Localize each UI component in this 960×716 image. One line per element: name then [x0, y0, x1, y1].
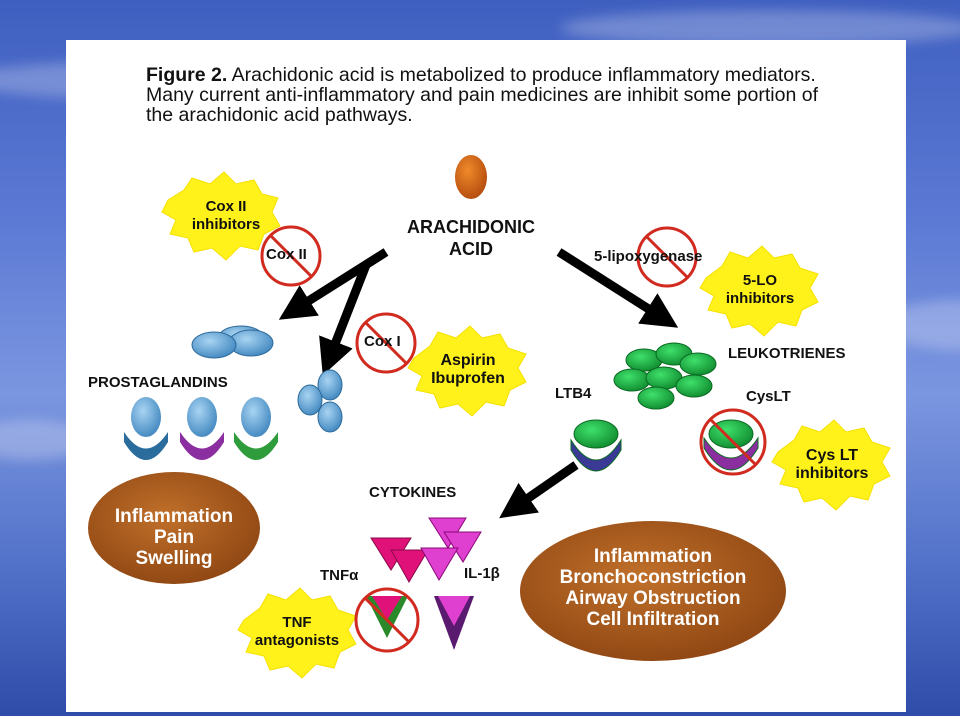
- tnf-antagonists-star: [237, 587, 357, 679]
- right-outcome-line4: Cell Infiltration: [586, 609, 720, 630]
- starbursts: [161, 171, 891, 679]
- right-outcome-line2: Bronchoconstriction: [559, 567, 747, 588]
- figure-panel: Figure 2. Arachidonic acid is metabolize…: [66, 40, 906, 712]
- aspirin-line2: Ibuprofen: [431, 370, 505, 387]
- left-outcome-line2: Pain: [153, 527, 195, 548]
- cox2-inhibitors-line1: Cox II: [205, 198, 247, 215]
- leukotriene-molecules: [570, 342, 759, 472]
- cyslt-inhibitors-text: Cys LT inhibitors: [780, 447, 884, 483]
- leukotrienes-label: LEUKOTRIENES: [728, 345, 846, 362]
- tnf-antagonists-line2: antagonists: [254, 632, 340, 649]
- caption-text: Arachidonic acid is metabolized to produ…: [146, 64, 818, 126]
- arrow-to-prostaglandins-1: [278, 248, 389, 320]
- right-outcome-oval: [520, 521, 786, 661]
- lo-inhibitors-text: 5-LO inhibitors: [710, 272, 810, 308]
- cox2-no-sign: [260, 225, 322, 287]
- tnfa-label: TNFα: [320, 567, 359, 584]
- cox2-inhibitors-star: [161, 171, 281, 261]
- left-outcome-line1: Inflammation: [114, 506, 234, 527]
- cox2-enzyme-label: Cox II: [266, 246, 307, 263]
- cyslt-label: CysLT: [746, 388, 791, 405]
- arachidonic-acid-molecule: [455, 155, 487, 199]
- arachidonic-line2: ACID: [449, 239, 493, 259]
- pathway-arrows: [278, 248, 679, 519]
- left-outcome-line3: Swelling: [135, 548, 213, 569]
- arrow-to-prostaglandins-2: [319, 263, 371, 376]
- left-outcome-oval: [88, 472, 260, 584]
- ltb4-label: LTB4: [555, 385, 592, 402]
- lo-inhibitors-line2: inhibitors: [725, 290, 795, 307]
- arrow-to-leukotrienes: [556, 248, 679, 328]
- lo-inhibitors-star: [699, 245, 819, 337]
- left-outcome-text: Inflammation Pain Swelling: [96, 506, 252, 569]
- tnf-antagonists-line1: TNF: [282, 614, 312, 631]
- no-signs: [260, 225, 767, 653]
- prostaglandins-label: PROSTAGLANDINS: [88, 374, 228, 391]
- figure-caption: Figure 2. Arachidonic acid is metabolize…: [146, 65, 846, 125]
- aspirin-line1: Aspirin: [440, 352, 496, 369]
- cox2-inhibitors-line2: inhibitors: [191, 216, 261, 233]
- aspirin-star: [407, 325, 527, 417]
- cyslt-inhibitors-star: [771, 419, 891, 511]
- right-outcome-line1: Inflammation: [593, 546, 713, 567]
- arrow-to-cytokines: [499, 461, 579, 519]
- lo-inhibitors-line1: 5-LO: [742, 272, 778, 289]
- cyslt-no-sign: [699, 408, 767, 476]
- tnf-antagonists-text: TNF antagonists: [242, 614, 352, 650]
- cox2-inhibitors-text: Cox II inhibitors: [176, 198, 276, 234]
- lipoxygenase-label: 5-lipoxygenase: [594, 248, 703, 265]
- arachidonic-acid-label: ARACHIDONIC ACID: [396, 216, 546, 260]
- cyslt-inhibitors-line1: Cys LT: [805, 447, 859, 464]
- il1b-label: IL-1β: [464, 565, 500, 582]
- lipoxygenase-no-sign: [636, 226, 698, 288]
- pathway-diagram: [88, 155, 891, 679]
- figure-label: Figure 2.: [146, 64, 228, 86]
- cox1-no-sign: [355, 312, 417, 374]
- cytokines-label: CYTOKINES: [369, 484, 457, 501]
- right-outcome-line3: Airway Obstruction: [565, 588, 741, 609]
- right-outcome-text: Inflammation Bronchoconstriction Airway …: [533, 546, 773, 630]
- prostaglandin-molecules: [124, 325, 343, 460]
- tnf-no-sign: [354, 587, 420, 653]
- aspirin-text: Aspirin Ibuprofen: [418, 352, 518, 388]
- cox1-enzyme-label: Cox I: [364, 333, 401, 350]
- cyslt-inhibitors-line2: inhibitors: [795, 465, 869, 482]
- arachidonic-line1: ARACHIDONIC: [407, 217, 535, 237]
- cytokine-molecules: [366, 517, 482, 650]
